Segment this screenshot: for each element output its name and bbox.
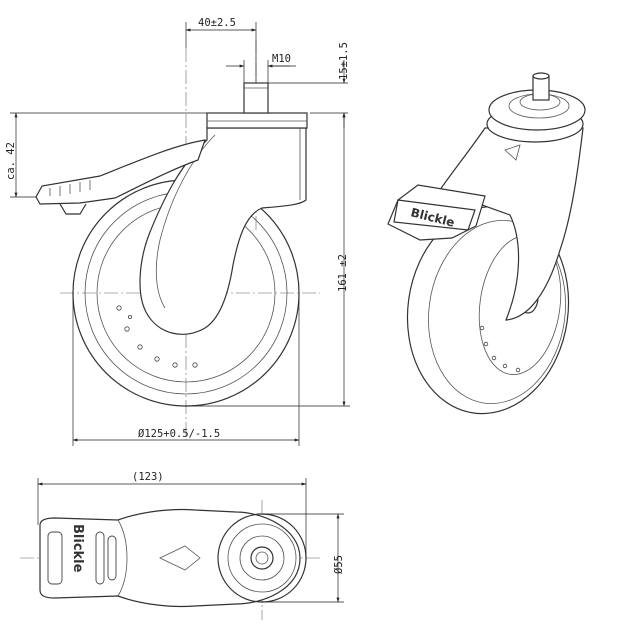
rim-holes bbox=[116, 305, 198, 368]
persp-fork bbox=[439, 127, 584, 321]
top-fork-emblem bbox=[159, 545, 201, 571]
persp-fork-emblem bbox=[504, 144, 521, 161]
swivel-head bbox=[206, 112, 308, 129]
pedal-ribs bbox=[49, 180, 91, 196]
top-view: Blickle (123) Ø55 bbox=[20, 471, 345, 620]
dim-wheel-diameter: Ø125+0.5/-1.5 bbox=[138, 428, 220, 440]
top-logo: Blickle bbox=[70, 524, 85, 573]
top-stem bbox=[250, 546, 274, 570]
dim-total-height: 161 ±2 bbox=[337, 254, 349, 292]
top-pedal-grips bbox=[47, 531, 117, 585]
top-pedal-edge bbox=[117, 519, 128, 597]
dim-stem-length: 15±1.5 bbox=[338, 42, 350, 80]
persp-wheel-rim bbox=[428, 220, 566, 404]
dim-total-length: (123) bbox=[132, 471, 164, 483]
dim-stem-offset: 40±2.5 bbox=[198, 17, 236, 29]
brake-clip bbox=[59, 203, 87, 215]
perspective-view: Blickle bbox=[387, 72, 586, 415]
fork-body bbox=[139, 127, 307, 335]
persp-rim-holes bbox=[479, 325, 521, 373]
dim-brake-height: ca. 42 bbox=[5, 142, 17, 180]
dim-plate-diameter: Ø55 bbox=[333, 555, 345, 574]
threaded-stem bbox=[243, 82, 269, 114]
brake-pedal bbox=[35, 139, 206, 205]
dim-thread: M10 bbox=[272, 53, 291, 65]
side-view: 40±2.5 M10 15±1.5 161 ±2 ca. 42 Ø125+0.5… bbox=[5, 17, 350, 446]
